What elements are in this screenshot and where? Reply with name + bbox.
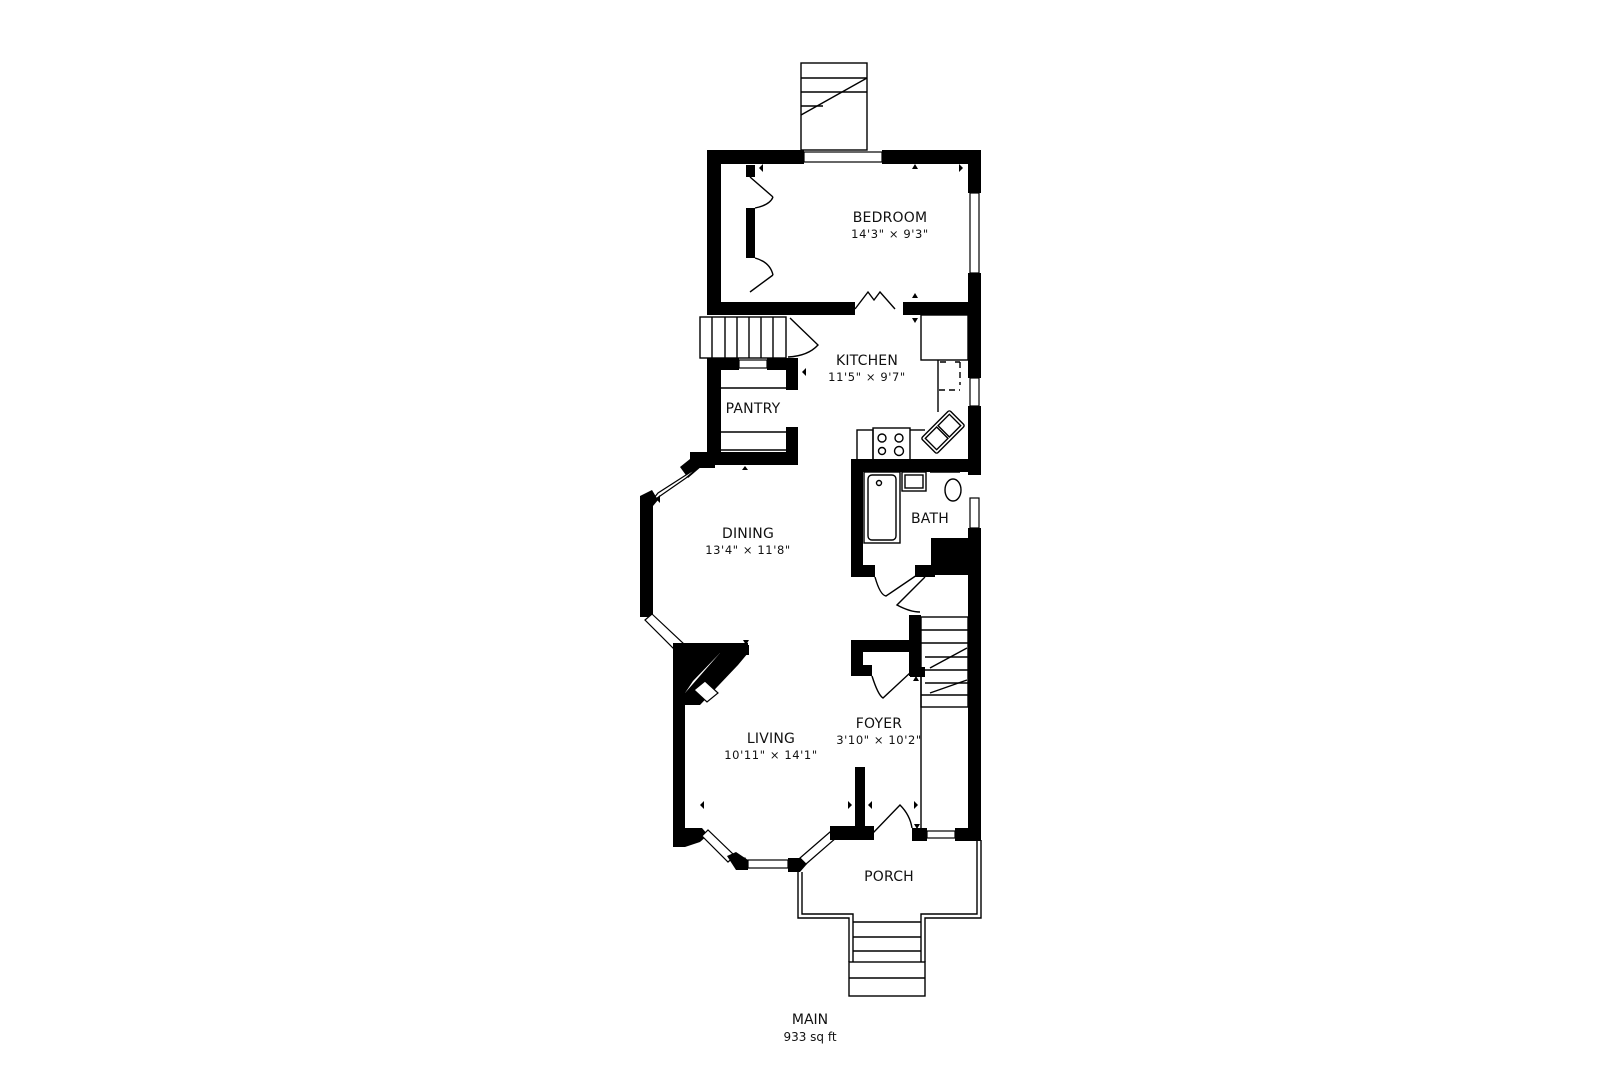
floor-name: MAIN xyxy=(791,1012,829,1028)
room-name: BATH xyxy=(911,511,949,527)
room-label-pantry: PANTRY xyxy=(726,401,781,417)
foyer-walls xyxy=(851,615,981,841)
room-dimensions: 3'10" × 10'2" xyxy=(836,733,922,747)
floor-caption: MAIN 933 sq ft xyxy=(783,1012,836,1044)
room-dimensions: 14'3" × 9'3" xyxy=(851,227,929,241)
room-name: PANTRY xyxy=(725,401,781,417)
room-dimensions: 13'4" × 11'8" xyxy=(705,543,791,557)
floor-area: 933 sq ft xyxy=(783,1030,837,1044)
kitchen-fixtures xyxy=(851,314,981,475)
rear-stairs xyxy=(800,62,868,151)
dimension-markers xyxy=(656,164,963,862)
bedroom-walls xyxy=(707,150,981,370)
room-label-living: LIVING 10'11" × 14'1" xyxy=(724,731,817,762)
room-name: DINING xyxy=(721,526,775,542)
room-name: LIVING xyxy=(746,731,796,747)
dining-living-walls xyxy=(640,452,874,872)
room-name: FOYER xyxy=(855,716,903,732)
room-label-bath: BATH xyxy=(911,511,949,527)
room-dimensions: 10'11" × 14'1" xyxy=(724,748,818,762)
room-label-bedroom: BEDROOM 14'3" × 9'3" xyxy=(851,210,929,241)
room-name: PORCH xyxy=(864,869,914,885)
room-label-kitchen: KITCHEN 11'5" × 9'7" xyxy=(828,353,906,384)
room-name: KITCHEN xyxy=(835,353,899,369)
room-dimensions: 11'5" × 9'7" xyxy=(828,370,906,384)
room-label-porch: PORCH xyxy=(864,869,914,885)
room-label-dining: DINING 13'4" × 11'8" xyxy=(705,526,791,557)
room-name: BEDROOM xyxy=(852,210,928,226)
pantry-walls xyxy=(690,316,819,465)
porch-outline xyxy=(797,840,982,997)
room-label-foyer: FOYER 3'10" × 10'2" xyxy=(836,716,922,747)
